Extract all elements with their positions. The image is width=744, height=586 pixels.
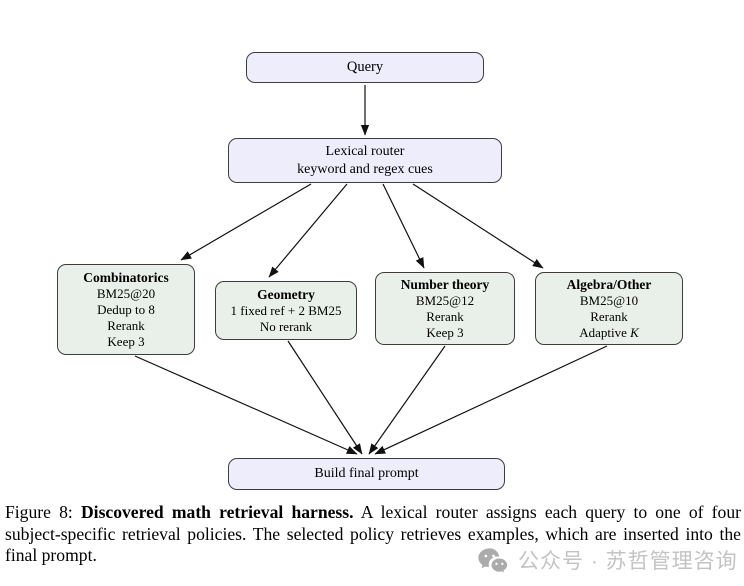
watermark-text: 公众号 · 苏哲管理咨询 xyxy=(518,550,738,573)
arrow-router-to-combinatorics xyxy=(180,183,312,261)
node-lexical-router: Lexical router keyword and regex cues xyxy=(228,138,502,183)
caption-bold-title: Discovered math retrieval harness. xyxy=(80,502,354,522)
figure-caption: Figure 8: Discovered math retrieval harn… xyxy=(5,502,741,567)
arrow-router-to-geometry xyxy=(268,183,348,278)
node-geometry: Geometry 1 fixed ref + 2 BM25 No rerank xyxy=(215,281,357,340)
wechat-icon xyxy=(478,547,509,574)
algebra-line: BM25@10 xyxy=(579,292,639,308)
arrow-router-to-algebra xyxy=(412,183,544,269)
number-theory-line: BM25@12 xyxy=(415,292,475,308)
node-query: Query xyxy=(246,52,484,83)
build-label: Build final prompt xyxy=(314,466,419,481)
router-line1: Lexical router xyxy=(325,143,405,159)
arrow-router-to-number-theory xyxy=(382,183,425,269)
geometry-title: Geometry xyxy=(257,286,315,302)
number-theory-line: Keep 3 xyxy=(426,324,464,340)
combinatorics-line: Keep 3 xyxy=(107,333,145,349)
combinatorics-line: Dedup to 8 xyxy=(97,301,155,317)
arrow-geometry-to-build xyxy=(287,340,363,455)
number-theory-title: Number theory xyxy=(400,276,490,292)
algebra-adaptive-prefix: Adaptive xyxy=(579,324,627,340)
combinatorics-line: Rerank xyxy=(107,317,145,333)
combinatorics-title: Combinatorics xyxy=(83,269,169,285)
caption-figure-label: Figure 8: xyxy=(5,502,73,522)
algebra-line: Rerank xyxy=(590,308,628,324)
algebra-title: Algebra/Other xyxy=(566,276,652,292)
arrow-number-theory-to-build xyxy=(368,345,446,455)
arrow-algebra-to-build xyxy=(374,345,608,455)
node-algebra-other: Algebra/Other BM25@10 Rerank Adaptive K xyxy=(535,272,683,345)
node-combinatorics: Combinatorics BM25@20 Dedup to 8 Rerank … xyxy=(57,264,195,355)
number-theory-line: Rerank xyxy=(426,308,464,324)
node-query-label: Query xyxy=(346,59,384,75)
caption-body: A lexical router assigns each query to o… xyxy=(5,502,741,566)
watermark: 公众号 · 苏哲管理咨询 xyxy=(477,546,738,574)
router-line2: keyword and regex cues xyxy=(297,161,433,177)
node-number-theory: Number theory BM25@12 Rerank Keep 3 xyxy=(375,272,515,345)
arrow-combinatorics-to-build xyxy=(134,355,358,455)
algebra-adaptive-k: K xyxy=(630,324,639,340)
geometry-line: 1 fixed ref + 2 BM25 xyxy=(230,302,342,318)
combinatorics-line: BM25@20 xyxy=(96,285,156,301)
node-build-final-prompt: Build final prompt xyxy=(228,458,505,490)
geometry-line: No rerank xyxy=(259,318,313,334)
algebra-adaptive-line: Adaptive K xyxy=(579,325,639,341)
